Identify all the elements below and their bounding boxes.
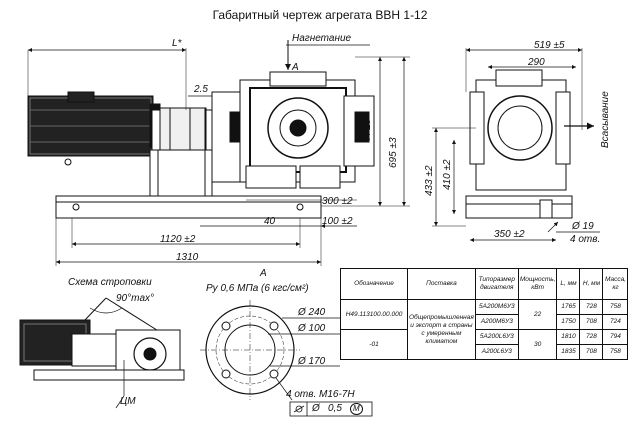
l-cell: 1765 (556, 299, 581, 315)
sling-label: Схема строповки (68, 277, 152, 288)
hole-diameter: Ø 19 (572, 221, 594, 232)
header-motor: Типоразмер двигателя (474, 268, 519, 300)
flange-view (200, 300, 373, 417)
height-label: H ±5 (362, 118, 373, 140)
discharge-label: Нагнетание (292, 33, 352, 44)
power-1: 22 (517, 299, 558, 330)
designation-1: Н49.113100.00.000 (340, 299, 408, 330)
h-cell: 728 (579, 329, 604, 345)
power-2: 30 (517, 329, 558, 360)
pump (211, 71, 375, 189)
sling-diagram (19, 297, 185, 409)
dim-300: 300 ±2 (322, 196, 353, 207)
header-designation: Обозначение (340, 268, 408, 300)
motor-cell: А200М6У3 (474, 314, 519, 330)
suction-label: Всасывание (600, 91, 611, 148)
mass-cell: 724 (602, 314, 629, 330)
length-label: L* (172, 38, 182, 49)
l-cell: 1810 (556, 329, 581, 345)
h-cell: 708 (579, 314, 604, 330)
flange-holes: 4 отв. М16-7Н (286, 389, 355, 400)
dim-519: 519 ±5 (534, 40, 565, 51)
h-cell: 728 (579, 299, 604, 315)
header-mass: Масса, кг (602, 268, 629, 300)
flange-d100: Ø 100 (298, 323, 326, 334)
designation-2: -01 (340, 329, 408, 360)
dim-100: 100 ±2 (322, 216, 353, 227)
view-arrow-label: A (292, 62, 299, 73)
dim-350: 350 ±2 (494, 229, 525, 240)
flange-d240: Ø 240 (298, 307, 326, 318)
side-view (432, 47, 600, 243)
flange-d170: Ø 170 (298, 356, 326, 367)
tolerance-modifier: M (350, 403, 363, 415)
motor-cell: 5А200L6У3 (474, 329, 519, 345)
motor-cell: А200L6У3 (474, 344, 519, 360)
tolerance-value: 0,5 (328, 403, 342, 414)
dim-410: 410 ±2 (442, 159, 453, 190)
coupling-guard (149, 107, 213, 197)
dim-1310: 1310 (176, 252, 199, 263)
supply-cell: Общепромышленная и экспорт в страны с ум… (407, 299, 476, 360)
motor-cell: 5А200М6У3 (474, 299, 519, 315)
sling-angle: 90°max° (116, 293, 155, 304)
dim-2-5: 2.5 (194, 84, 208, 95)
front-view (27, 40, 410, 266)
holes-count: 4 отв. (570, 234, 601, 245)
dim-695: 695 ±3 (388, 137, 399, 168)
mass-cell: 794 (602, 329, 629, 345)
table-row: -01 5А200L6У3 30 1810 728 794 (340, 329, 629, 360)
mass-cell: 758 (602, 299, 629, 315)
dim-1120: 1120 ±2 (160, 234, 196, 245)
header-supply: Поставка (407, 268, 476, 300)
h-cell: 708 (579, 344, 604, 360)
pressure-label: Ру 0,6 МПа (6 кгс/см²) (206, 283, 309, 294)
table-row: Н49.113100.00.000 Общепромышленная и экс… (340, 299, 629, 360)
spec-header-row: Обозначение Поставка Типоразмер двигател… (340, 268, 629, 300)
tolerance-symbol: Ø (312, 403, 320, 414)
dim-40: 40 (264, 216, 276, 227)
l-cell: 1835 (556, 344, 581, 360)
cm-label: ЦМ (120, 396, 136, 407)
flange-view-label: A (260, 268, 267, 279)
l-cell: 1750 (556, 314, 581, 330)
mass-cell: 758 (602, 344, 629, 360)
header-power: Мощность, кВт (517, 268, 558, 300)
dim-433: 433 ±2 (424, 165, 435, 196)
header-h: H, мм (579, 268, 604, 300)
drawing-title: Габаритный чертеж агрегата ВВН 1-12 (212, 8, 428, 22)
header-l: L, мм (556, 268, 581, 300)
table-row: А200L6У3 1835 708 758 (341, 344, 629, 360)
base-frame (55, 195, 322, 219)
dim-290: 290 (528, 57, 545, 68)
spec-table: Обозначение Поставка Типоразмер двигател… (340, 268, 629, 360)
